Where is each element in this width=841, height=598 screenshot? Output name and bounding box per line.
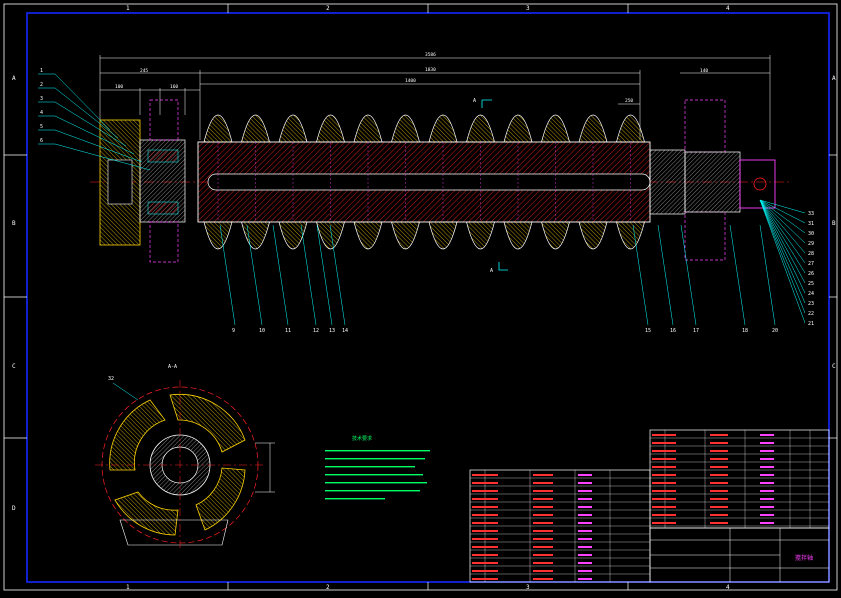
callout-right-30: 30	[808, 231, 814, 237]
dim-right-a: 140	[700, 68, 708, 74]
screw-flight-top	[503, 114, 533, 143]
dim-left-b: 245	[140, 68, 148, 74]
dim-left-a: 100	[115, 84, 123, 90]
callout-bottom-16: 16	[670, 328, 676, 334]
screw-flight-top	[466, 114, 495, 143]
screw-flight-bottom	[353, 221, 383, 250]
section-mark-top: A	[473, 98, 476, 104]
callout-right-26: 26	[808, 271, 814, 277]
callout-right-31: 31	[808, 221, 814, 227]
zone-col-1-bottom: 1	[126, 584, 130, 591]
screw-flight-bottom	[428, 221, 458, 250]
callout-bottom-10: 10	[259, 328, 265, 334]
parts-list-table	[469, 429, 830, 583]
callout-32: 32	[108, 376, 114, 382]
callout-left-2: 2	[40, 82, 43, 88]
screw-flight-top	[391, 114, 420, 143]
screw-flight-bottom	[203, 221, 233, 250]
screw-flight-top	[203, 114, 233, 143]
zone-col-3-bottom: 3	[526, 584, 530, 591]
section-mark-bottom: A	[490, 268, 493, 274]
dim-right-b: 250	[625, 98, 633, 104]
callout-bottom-15: 15	[645, 328, 651, 334]
zone-row-b: B	[12, 220, 16, 227]
zone-col-3: 3	[526, 5, 530, 12]
dim-pitch: 1400	[405, 78, 416, 84]
callout-bottom-9: 9	[232, 328, 235, 334]
callout-right-27: 27	[808, 261, 814, 267]
section-a-a-view	[95, 380, 275, 550]
callout-right-33: 33	[808, 211, 814, 217]
zone-row-d: D	[12, 505, 16, 512]
shaft-end-coupling	[739, 159, 776, 209]
callout-bottom-20: 20	[772, 328, 778, 334]
callout-right-28: 28	[808, 251, 814, 257]
section-arrow-icon	[481, 99, 492, 108]
callout-bottom-12: 12	[313, 328, 319, 334]
zone-col-1: 1	[126, 5, 130, 12]
callout-right-25: 25	[808, 281, 814, 287]
screw-flight-top	[541, 114, 570, 143]
callout-right-21: 21	[808, 321, 814, 327]
zone-col-4: 4	[726, 5, 730, 12]
screw-flight-bottom	[316, 221, 345, 250]
callout-left-3: 3	[40, 96, 43, 102]
title-block	[649, 527, 830, 583]
screw-flight-bottom	[503, 221, 533, 250]
technical-requirements-text	[325, 450, 430, 500]
title-block-name: 搅拌轴	[795, 554, 813, 562]
callout-left-5: 5	[40, 124, 43, 130]
screw-flight-top	[353, 114, 383, 143]
screw-flight-top	[278, 114, 308, 143]
shaft-keyway	[207, 173, 651, 191]
screw-flight-bottom	[391, 221, 420, 250]
screw-flight-bottom	[466, 221, 495, 250]
screw-flight-bottom	[578, 221, 608, 250]
callout-right-22: 22	[808, 311, 814, 317]
callout-bottom-17: 17	[693, 328, 699, 334]
zone-row-a: A	[12, 75, 16, 82]
callout-left-1: 1	[40, 68, 43, 74]
zone-row-c-right: C	[832, 363, 836, 370]
zone-col-2-bottom: 2	[326, 584, 330, 591]
zone-row-b-right: B	[832, 220, 836, 227]
technical-requirements-title: 技术要求	[352, 435, 372, 442]
zone-ticks	[4, 4, 837, 590]
callout-bottom-18: 18	[742, 328, 748, 334]
callout-left-4: 4	[40, 110, 43, 116]
screw-flight-bottom	[278, 221, 308, 250]
zone-col-2: 2	[326, 5, 330, 12]
section-view-title: A-A	[168, 364, 177, 370]
callout-right-23: 23	[808, 301, 814, 307]
callout-bottom-13: 13	[329, 328, 335, 334]
callout-right-24: 24	[808, 291, 814, 297]
callout-right-29: 29	[808, 241, 814, 247]
screw-flight-top	[241, 114, 270, 143]
section-arrow-icon	[498, 262, 508, 271]
zone-row-a-right: A	[832, 75, 836, 82]
callout-left-6: 6	[40, 138, 43, 144]
drawing-frame	[26, 12, 830, 583]
screw-flight-bottom	[241, 221, 270, 250]
dim-overall: 3586	[425, 52, 436, 58]
zone-col-4-bottom: 4	[726, 584, 730, 591]
screw-flight-top	[578, 114, 608, 143]
screw-flight-bottom	[541, 221, 570, 250]
screw-flight-top	[428, 114, 458, 143]
shaft-assembly-view: 3586 1830 100 245 160 1400 140 250 A A	[38, 52, 814, 334]
screw-flight-bottom	[616, 221, 645, 250]
callout-bottom-11: 11	[285, 328, 291, 334]
zone-row-c: C	[12, 363, 16, 370]
dim-screw-length: 1830	[425, 67, 436, 73]
screw-flight-top	[616, 114, 645, 143]
right-bearing-housing	[649, 149, 686, 215]
screw-flights	[203, 114, 645, 250]
dim-left-c: 160	[170, 84, 178, 90]
callout-bottom-14: 14	[342, 328, 348, 334]
screw-flight-top	[316, 114, 345, 143]
